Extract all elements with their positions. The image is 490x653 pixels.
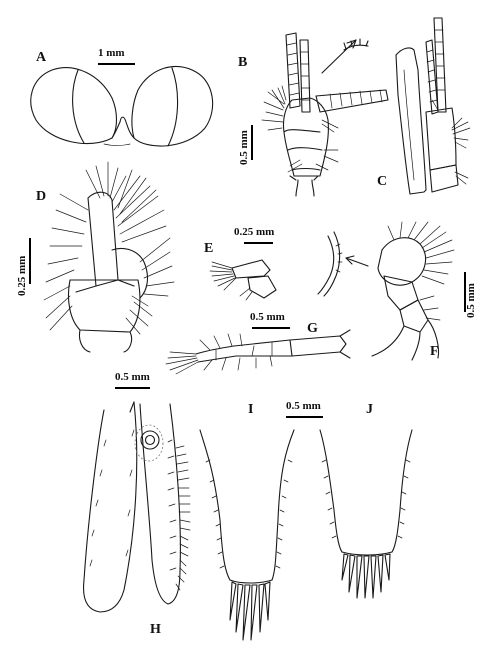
panel-label-a: A: [36, 50, 47, 65]
panel-b-antenna: [261, 32, 389, 197]
scale-label-d: 0.25 mm: [16, 256, 28, 296]
panel-i-telson: [199, 429, 295, 641]
panel-e-appendage: [209, 259, 277, 301]
panel-j-telson: [319, 429, 413, 599]
panel-label-c: C: [377, 174, 387, 189]
scale-label-a: 1 mm: [98, 47, 125, 59]
panel-g-appendage: [165, 329, 351, 375]
panel-a-eyes: [30, 65, 214, 147]
panel-label-j: J: [366, 402, 373, 417]
scale-label-ij: 0.5 mm: [286, 400, 321, 412]
panel-h-uropods: [82, 401, 191, 613]
scale-label-b: 0.5 mm: [238, 130, 250, 165]
panel-label-f: F: [430, 344, 439, 359]
scale-label-e: 0.25 mm: [234, 226, 274, 238]
panel-label-e: E: [204, 241, 213, 256]
panel-label-b: B: [238, 55, 247, 70]
panel-label-h: H: [150, 622, 161, 637]
scale-label-f: 0.5 mm: [465, 283, 477, 318]
panel-label-i: I: [248, 402, 253, 417]
panel-c-antenna: [395, 17, 471, 195]
panel-label-d: D: [36, 189, 46, 204]
scale-label-g: 0.5 mm: [250, 311, 285, 323]
panel-label-g: G: [307, 321, 318, 336]
panel-f-leg: [317, 221, 455, 361]
panel-d-appendage: [43, 161, 175, 353]
scale-label-h: 0.5 mm: [115, 371, 150, 383]
